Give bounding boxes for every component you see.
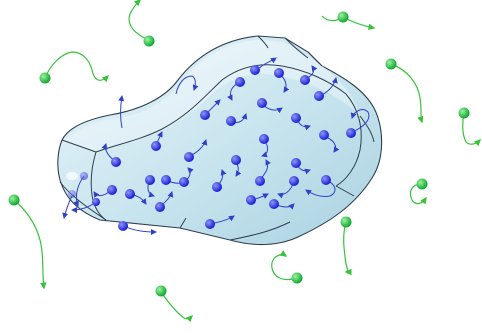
inside-arrow — [64, 196, 72, 218]
inside-particle — [269, 199, 279, 209]
inside-particle — [92, 198, 100, 206]
inside-particle — [257, 98, 267, 108]
inside-particle — [321, 175, 331, 185]
inside-particle — [300, 75, 310, 85]
inside-particle — [151, 141, 161, 151]
outside-particle — [459, 108, 470, 119]
outside-particle — [417, 179, 428, 190]
inside-particle — [179, 177, 189, 187]
inside-particle — [319, 130, 329, 140]
outside-particle — [144, 36, 155, 47]
outside-particle — [9, 195, 20, 206]
outside-particle — [156, 286, 167, 297]
inside-particle — [291, 158, 301, 168]
inside-particle — [274, 68, 284, 78]
inside-particle — [212, 182, 222, 192]
container-highlight — [66, 172, 78, 180]
inside-particle — [155, 202, 165, 212]
outside-particle — [292, 273, 303, 284]
inside-particle — [250, 65, 260, 75]
inside-particle — [125, 189, 135, 199]
inside-particle — [68, 190, 76, 198]
outside-arrow — [45, 52, 108, 80]
inside-particle — [161, 175, 171, 185]
outside-particle — [40, 73, 51, 84]
inside-particle — [118, 221, 128, 231]
inside-particle — [346, 128, 356, 138]
outside-particle — [386, 59, 397, 70]
inside-particle — [184, 152, 194, 162]
outside-arrow — [161, 292, 192, 319]
inside-particle — [200, 110, 210, 120]
outside-arrow — [344, 222, 348, 272]
outside-particle — [338, 12, 349, 23]
inside-particle — [145, 175, 155, 185]
inside-particle — [291, 113, 301, 123]
inside-particle — [226, 116, 236, 126]
inside-particle — [80, 172, 88, 180]
inside-particle — [289, 176, 299, 186]
inside-particle — [235, 77, 245, 87]
outside-arrow — [129, 0, 148, 40]
outside-arrow — [391, 64, 422, 122]
inside-particle — [259, 134, 269, 144]
inside-particle — [205, 219, 215, 229]
inside-particle — [231, 155, 241, 165]
inside-particle — [255, 176, 265, 186]
inside-particle — [314, 91, 324, 101]
inside-arrow — [124, 226, 156, 232]
inside-particle — [246, 195, 256, 205]
outside-particle — [341, 217, 352, 228]
inside-particle — [111, 157, 121, 167]
membrane-container — [58, 36, 382, 245]
outside-arrow — [14, 200, 44, 288]
inside-particle — [107, 185, 117, 195]
